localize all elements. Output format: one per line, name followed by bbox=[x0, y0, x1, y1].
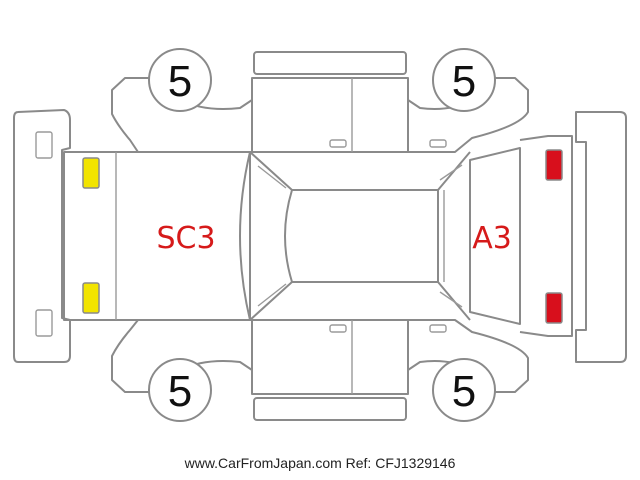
front-bumper bbox=[13, 109, 71, 363]
front-right-tire: 5 bbox=[148, 358, 212, 422]
rear-upper-taillight bbox=[545, 149, 563, 181]
rear-left-tire-depth: 5 bbox=[452, 57, 476, 106]
rear-right-tire-depth: 5 bbox=[452, 367, 476, 416]
front-bumper-vent-upper bbox=[35, 131, 53, 159]
front-right-tire-depth: 5 bbox=[168, 367, 192, 416]
roof-rail-bottom bbox=[253, 397, 407, 421]
front-left-headlight bbox=[82, 157, 100, 189]
roof-rail-top bbox=[253, 51, 407, 75]
watermark-footer: www.CarFromJapan.com Ref: CFJ1329146 bbox=[184, 455, 456, 471]
cabin bbox=[239, 151, 471, 321]
damage-code-rear-window: A3 bbox=[472, 221, 512, 256]
rear-window bbox=[469, 147, 521, 325]
trunk bbox=[519, 135, 573, 337]
front-right-headlight bbox=[82, 282, 100, 314]
rear-left-tire: 5 bbox=[432, 48, 496, 112]
damage-code-roof: SC3 bbox=[156, 221, 215, 256]
front-left-tire-depth: 5 bbox=[168, 57, 192, 106]
rear-bumper bbox=[575, 111, 627, 363]
front-bumper-vent-lower bbox=[35, 309, 53, 337]
doors-top bbox=[251, 77, 447, 153]
doors-bottom bbox=[251, 319, 447, 395]
rear-right-tire: 5 bbox=[432, 358, 496, 422]
rear-lower-taillight bbox=[545, 292, 563, 324]
front-left-tire: 5 bbox=[148, 48, 212, 112]
